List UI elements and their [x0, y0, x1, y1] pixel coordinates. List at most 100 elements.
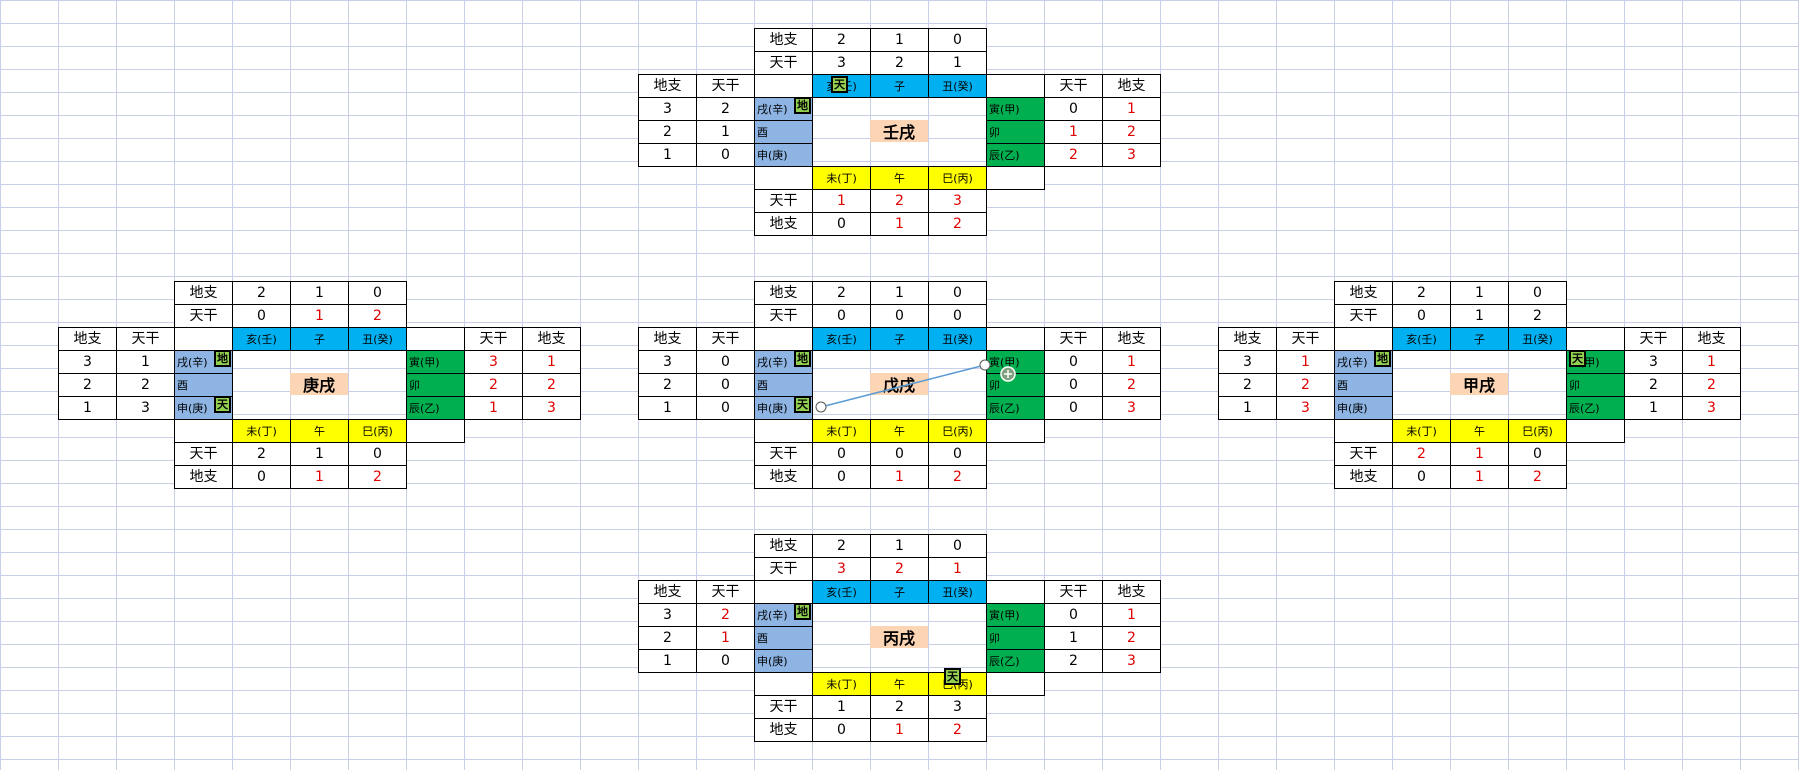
- bottom-tiangan-value[interactable]: 2: [232, 442, 291, 466]
- palace-right[interactable]: 卯: [986, 626, 1045, 650]
- palace-left[interactable]: 酉: [754, 373, 813, 397]
- palace-top[interactable]: 子: [870, 327, 929, 351]
- bottom-dizhi-value[interactable]: 0: [812, 212, 871, 236]
- label-tiangan[interactable]: 天干: [696, 74, 755, 98]
- top-tiangan-value[interactable]: 3: [812, 51, 871, 75]
- label-tiangan[interactable]: 天干: [696, 327, 755, 351]
- bottom-dizhi-value[interactable]: 1: [870, 465, 929, 489]
- label-dizhi[interactable]: 地支: [754, 465, 813, 489]
- bottom-dizhi-value[interactable]: 2: [928, 212, 987, 236]
- palace-bottom[interactable]: 午: [870, 419, 929, 443]
- bottom-tiangan-value[interactable]: 0: [348, 442, 407, 466]
- top-tiangan-value[interactable]: 1: [1450, 304, 1509, 328]
- label-tiangan[interactable]: 天干: [754, 695, 813, 719]
- left-tiangan-value[interactable]: 1: [696, 626, 755, 650]
- label-dizhi[interactable]: 地支: [58, 327, 117, 351]
- palace-left[interactable]: 酉: [174, 373, 233, 397]
- right-dizhi-value[interactable]: 2: [1102, 373, 1161, 397]
- left-dizhi-value[interactable]: 2: [638, 626, 697, 650]
- right-tiangan-value[interactable]: 0: [1044, 97, 1103, 121]
- label-tiangan[interactable]: 天干: [754, 442, 813, 466]
- right-dizhi-value[interactable]: 1: [1682, 350, 1741, 374]
- palace-bottom[interactable]: 巳(丙): [1508, 419, 1567, 443]
- bottom-tiangan-value[interactable]: 2: [870, 695, 929, 719]
- tian-marker[interactable]: 天: [831, 76, 848, 93]
- center-pillar-label[interactable]: 壬戌: [870, 120, 928, 142]
- bottom-tiangan-value[interactable]: 0: [870, 442, 929, 466]
- palace-left[interactable]: 申(庚): [754, 649, 813, 673]
- corner-cell[interactable]: [754, 166, 813, 190]
- label-dizhi[interactable]: 地支: [1102, 580, 1161, 604]
- label-tiangan[interactable]: 天干: [696, 580, 755, 604]
- left-tiangan-value[interactable]: 0: [696, 649, 755, 673]
- right-tiangan-value[interactable]: 1: [464, 396, 523, 420]
- left-dizhi-value[interactable]: 3: [58, 350, 117, 374]
- label-tiangan[interactable]: 天干: [754, 51, 813, 75]
- top-tiangan-value[interactable]: 3: [812, 557, 871, 581]
- bottom-dizhi-value[interactable]: 2: [928, 465, 987, 489]
- corner-cell[interactable]: [986, 74, 1045, 98]
- top-dizhi-value[interactable]: 1: [290, 281, 349, 305]
- corner-cell[interactable]: [754, 419, 813, 443]
- left-dizhi-value[interactable]: 2: [1218, 373, 1277, 397]
- palace-left[interactable]: 酉: [754, 626, 813, 650]
- palace-right[interactable]: 辰(乙): [986, 396, 1045, 420]
- left-tiangan-value[interactable]: 1: [116, 350, 175, 374]
- label-tiangan[interactable]: 天干: [464, 327, 523, 351]
- label-dizhi[interactable]: 地支: [1102, 327, 1161, 351]
- top-tiangan-value[interactable]: 1: [290, 304, 349, 328]
- label-dizhi[interactable]: 地支: [1102, 74, 1161, 98]
- right-dizhi-value[interactable]: 3: [1682, 396, 1741, 420]
- left-tiangan-value[interactable]: 2: [1276, 373, 1335, 397]
- right-tiangan-value[interactable]: 3: [1624, 350, 1683, 374]
- palace-right[interactable]: 辰(乙): [1566, 396, 1625, 420]
- palace-bottom[interactable]: 未(丁): [1392, 419, 1451, 443]
- right-dizhi-value[interactable]: 3: [1102, 143, 1161, 167]
- corner-cell[interactable]: [1334, 419, 1393, 443]
- corner-cell[interactable]: [986, 327, 1045, 351]
- top-dizhi-value[interactable]: 2: [812, 28, 871, 52]
- left-dizhi-value[interactable]: 3: [638, 350, 697, 374]
- palace-top[interactable]: 子: [870, 580, 929, 604]
- right-dizhi-value[interactable]: 2: [1102, 120, 1161, 144]
- palace-bottom[interactable]: 巳(丙): [928, 166, 987, 190]
- label-dizhi[interactable]: 地支: [754, 212, 813, 236]
- corner-cell[interactable]: [754, 672, 813, 696]
- tian-marker[interactable]: 天: [1569, 350, 1586, 367]
- right-dizhi-value[interactable]: 2: [1682, 373, 1741, 397]
- right-tiangan-value[interactable]: 3: [464, 350, 523, 374]
- palace-top[interactable]: 丑(癸): [928, 74, 987, 98]
- tian-marker[interactable]: 天: [214, 396, 231, 413]
- palace-top[interactable]: 子: [870, 74, 929, 98]
- bottom-dizhi-value[interactable]: 1: [870, 718, 929, 742]
- bottom-dizhi-value[interactable]: 0: [1392, 465, 1451, 489]
- right-tiangan-value[interactable]: 1: [1044, 120, 1103, 144]
- label-dizhi[interactable]: 地支: [1218, 327, 1277, 351]
- label-dizhi[interactable]: 地支: [1682, 327, 1741, 351]
- left-dizhi-value[interactable]: 1: [58, 396, 117, 420]
- left-dizhi-value[interactable]: 1: [638, 649, 697, 673]
- top-dizhi-value[interactable]: 0: [928, 281, 987, 305]
- right-tiangan-value[interactable]: 0: [1044, 350, 1103, 374]
- palace-top[interactable]: 丑(癸): [928, 327, 987, 351]
- di-marker[interactable]: 地: [214, 350, 231, 367]
- left-dizhi-value[interactable]: 3: [1218, 350, 1277, 374]
- top-tiangan-value[interactable]: 2: [1508, 304, 1567, 328]
- palace-top[interactable]: 亥(壬): [1392, 327, 1451, 351]
- right-dizhi-value[interactable]: 1: [1102, 97, 1161, 121]
- right-dizhi-value[interactable]: 1: [522, 350, 581, 374]
- top-dizhi-value[interactable]: 0: [928, 534, 987, 558]
- label-dizhi[interactable]: 地支: [1334, 465, 1393, 489]
- bottom-tiangan-value[interactable]: 0: [812, 442, 871, 466]
- bottom-tiangan-value[interactable]: 0: [1508, 442, 1567, 466]
- label-tiangan[interactable]: 天干: [1044, 580, 1103, 604]
- palace-bottom[interactable]: 巳(丙): [348, 419, 407, 443]
- right-dizhi-value[interactable]: 2: [1102, 626, 1161, 650]
- corner-cell[interactable]: [986, 166, 1045, 190]
- palace-right[interactable]: 卯: [406, 373, 465, 397]
- label-dizhi[interactable]: 地支: [1334, 281, 1393, 305]
- top-dizhi-value[interactable]: 1: [870, 281, 929, 305]
- palace-left[interactable]: 酉: [1334, 373, 1393, 397]
- palace-top[interactable]: 子: [290, 327, 349, 351]
- label-tiangan[interactable]: 天干: [754, 557, 813, 581]
